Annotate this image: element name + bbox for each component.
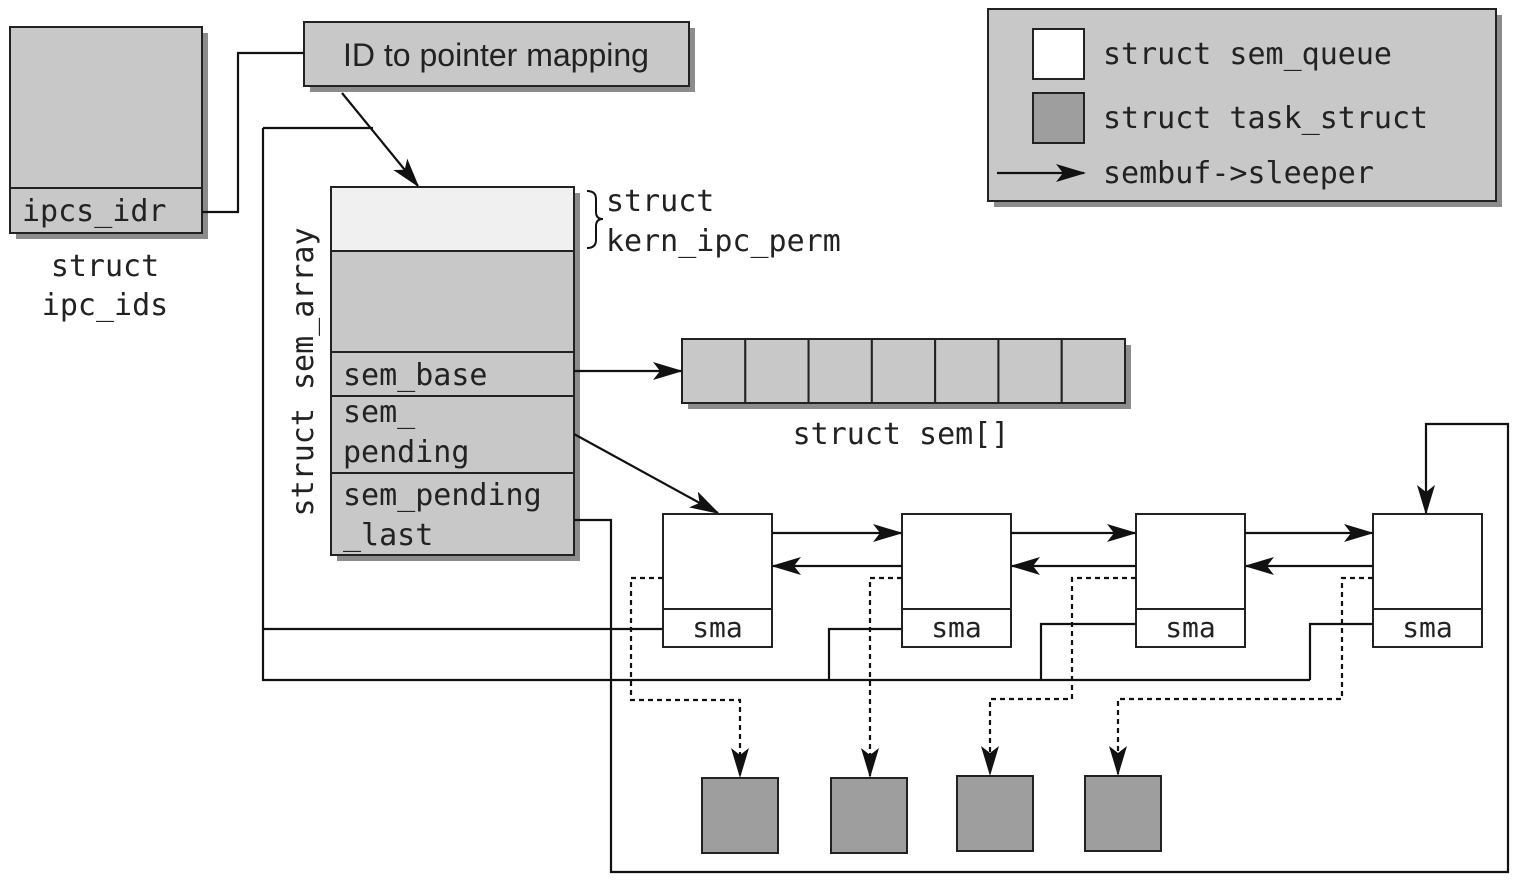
legend-sem-queue-swatch [1032,28,1085,80]
sma-label: sma [692,611,743,644]
sem-array-struct: sem_base sem_ pending sem_pending _last … [286,184,841,561]
sem-queue-node: sma [662,513,773,648]
ipcs-idr-label: ipcs_idr [22,194,167,229]
ipc-ids-caption-line1: struct [51,249,159,284]
legend-task-struct-swatch [1032,92,1085,144]
task-struct-box [830,777,908,854]
backlink-trunk-line [261,128,1310,682]
sleeper-dashed-arrow [629,576,749,778]
ipc-ids-box [9,26,203,189]
kern-ipc-perm-brace [586,190,604,249]
legend-task-struct-label: struct task_struct [1103,101,1428,136]
sem-pending-last-field [330,472,575,556]
sem-element-cell [1060,338,1126,404]
sem-element-cell [934,338,1000,404]
sem-queue-list: sma sma sma sma [662,513,1483,648]
sem-queue-body [662,513,773,610]
sem-element-cell [997,338,1063,404]
mapping-to-sem-array-arrow [341,92,420,188]
sem-queue-node: sma [1135,513,1246,648]
sem-queue-body [901,513,1012,610]
sleeper-dashed-arrow [981,576,1136,776]
ipcs-idr-to-mapping-line [202,51,304,214]
sleeper-dashed-arrow [861,576,902,778]
sem-pending-label-line1: sem_ [343,395,416,430]
sleeper-dashed-arrow [1109,576,1373,776]
sma-field [1372,608,1483,648]
sem-queue-body [1135,513,1246,610]
kern-ipc-perm-section [330,186,575,252]
sem-base-label: sem_base [343,358,488,393]
sem-queue-node: sma [901,513,1012,648]
kern-ipc-perm-label-line2: kern_ipc_perm [606,224,841,259]
sem-pending-label-line2: pending [343,435,469,470]
legend-sleeper-label: sembuf->sleeper [1103,156,1374,191]
sma-field [901,608,1012,648]
backlink-sma-3 [1039,622,1136,680]
task-struct-list [629,576,1373,854]
sem-pending-last-arrow [574,422,1510,874]
sem-pending-last-label-line1: sem_pending [343,478,542,513]
sem-element-cell [870,338,937,404]
ipcs-idr-field [9,187,203,234]
sem-array-side-label: struct sem_array [286,228,321,517]
sem-array-body [330,250,575,353]
sem-queue-node: sma [1372,513,1483,648]
backlink-sma-4 [1308,622,1373,680]
sma-field [662,608,773,648]
sem-element-cell [807,338,873,404]
sem-queue-body [1372,513,1483,610]
id-mapping-box: ID to pointer mapping [303,21,695,92]
task-struct-box [701,777,779,854]
sma-field [1135,608,1246,648]
kern-ipc-perm-label-line1: struct [606,184,714,219]
sma-label: sma [931,611,982,644]
sem-pending-last-label-line2: _last [343,518,433,553]
task-struct-box [1084,775,1162,852]
sem-element-cell [744,338,810,404]
task-struct-box [956,775,1034,852]
sma-label: sma [1165,611,1216,644]
sem-elements-caption: struct sem[] [793,417,1010,452]
sem-element-cell [681,338,747,404]
ipc-ids-caption-line2: ipc_ids [42,288,168,323]
id-mapping-label: ID to pointer mapping [343,37,649,73]
legend-sem-queue-label: struct sem_queue [1103,37,1392,72]
sma-backlinks [261,126,1373,682]
ipc-ids-struct: ipcs_idr struct ipc_ids [9,26,208,323]
sma-label: sma [1402,611,1453,644]
sem-pending-field [330,395,575,474]
sem-pending-arrow [573,433,720,514]
legend: struct sem_queue struct task_struct semb… [987,8,1502,207]
backlink-sma-2 [827,627,902,680]
sem-array-elements [681,338,1131,409]
